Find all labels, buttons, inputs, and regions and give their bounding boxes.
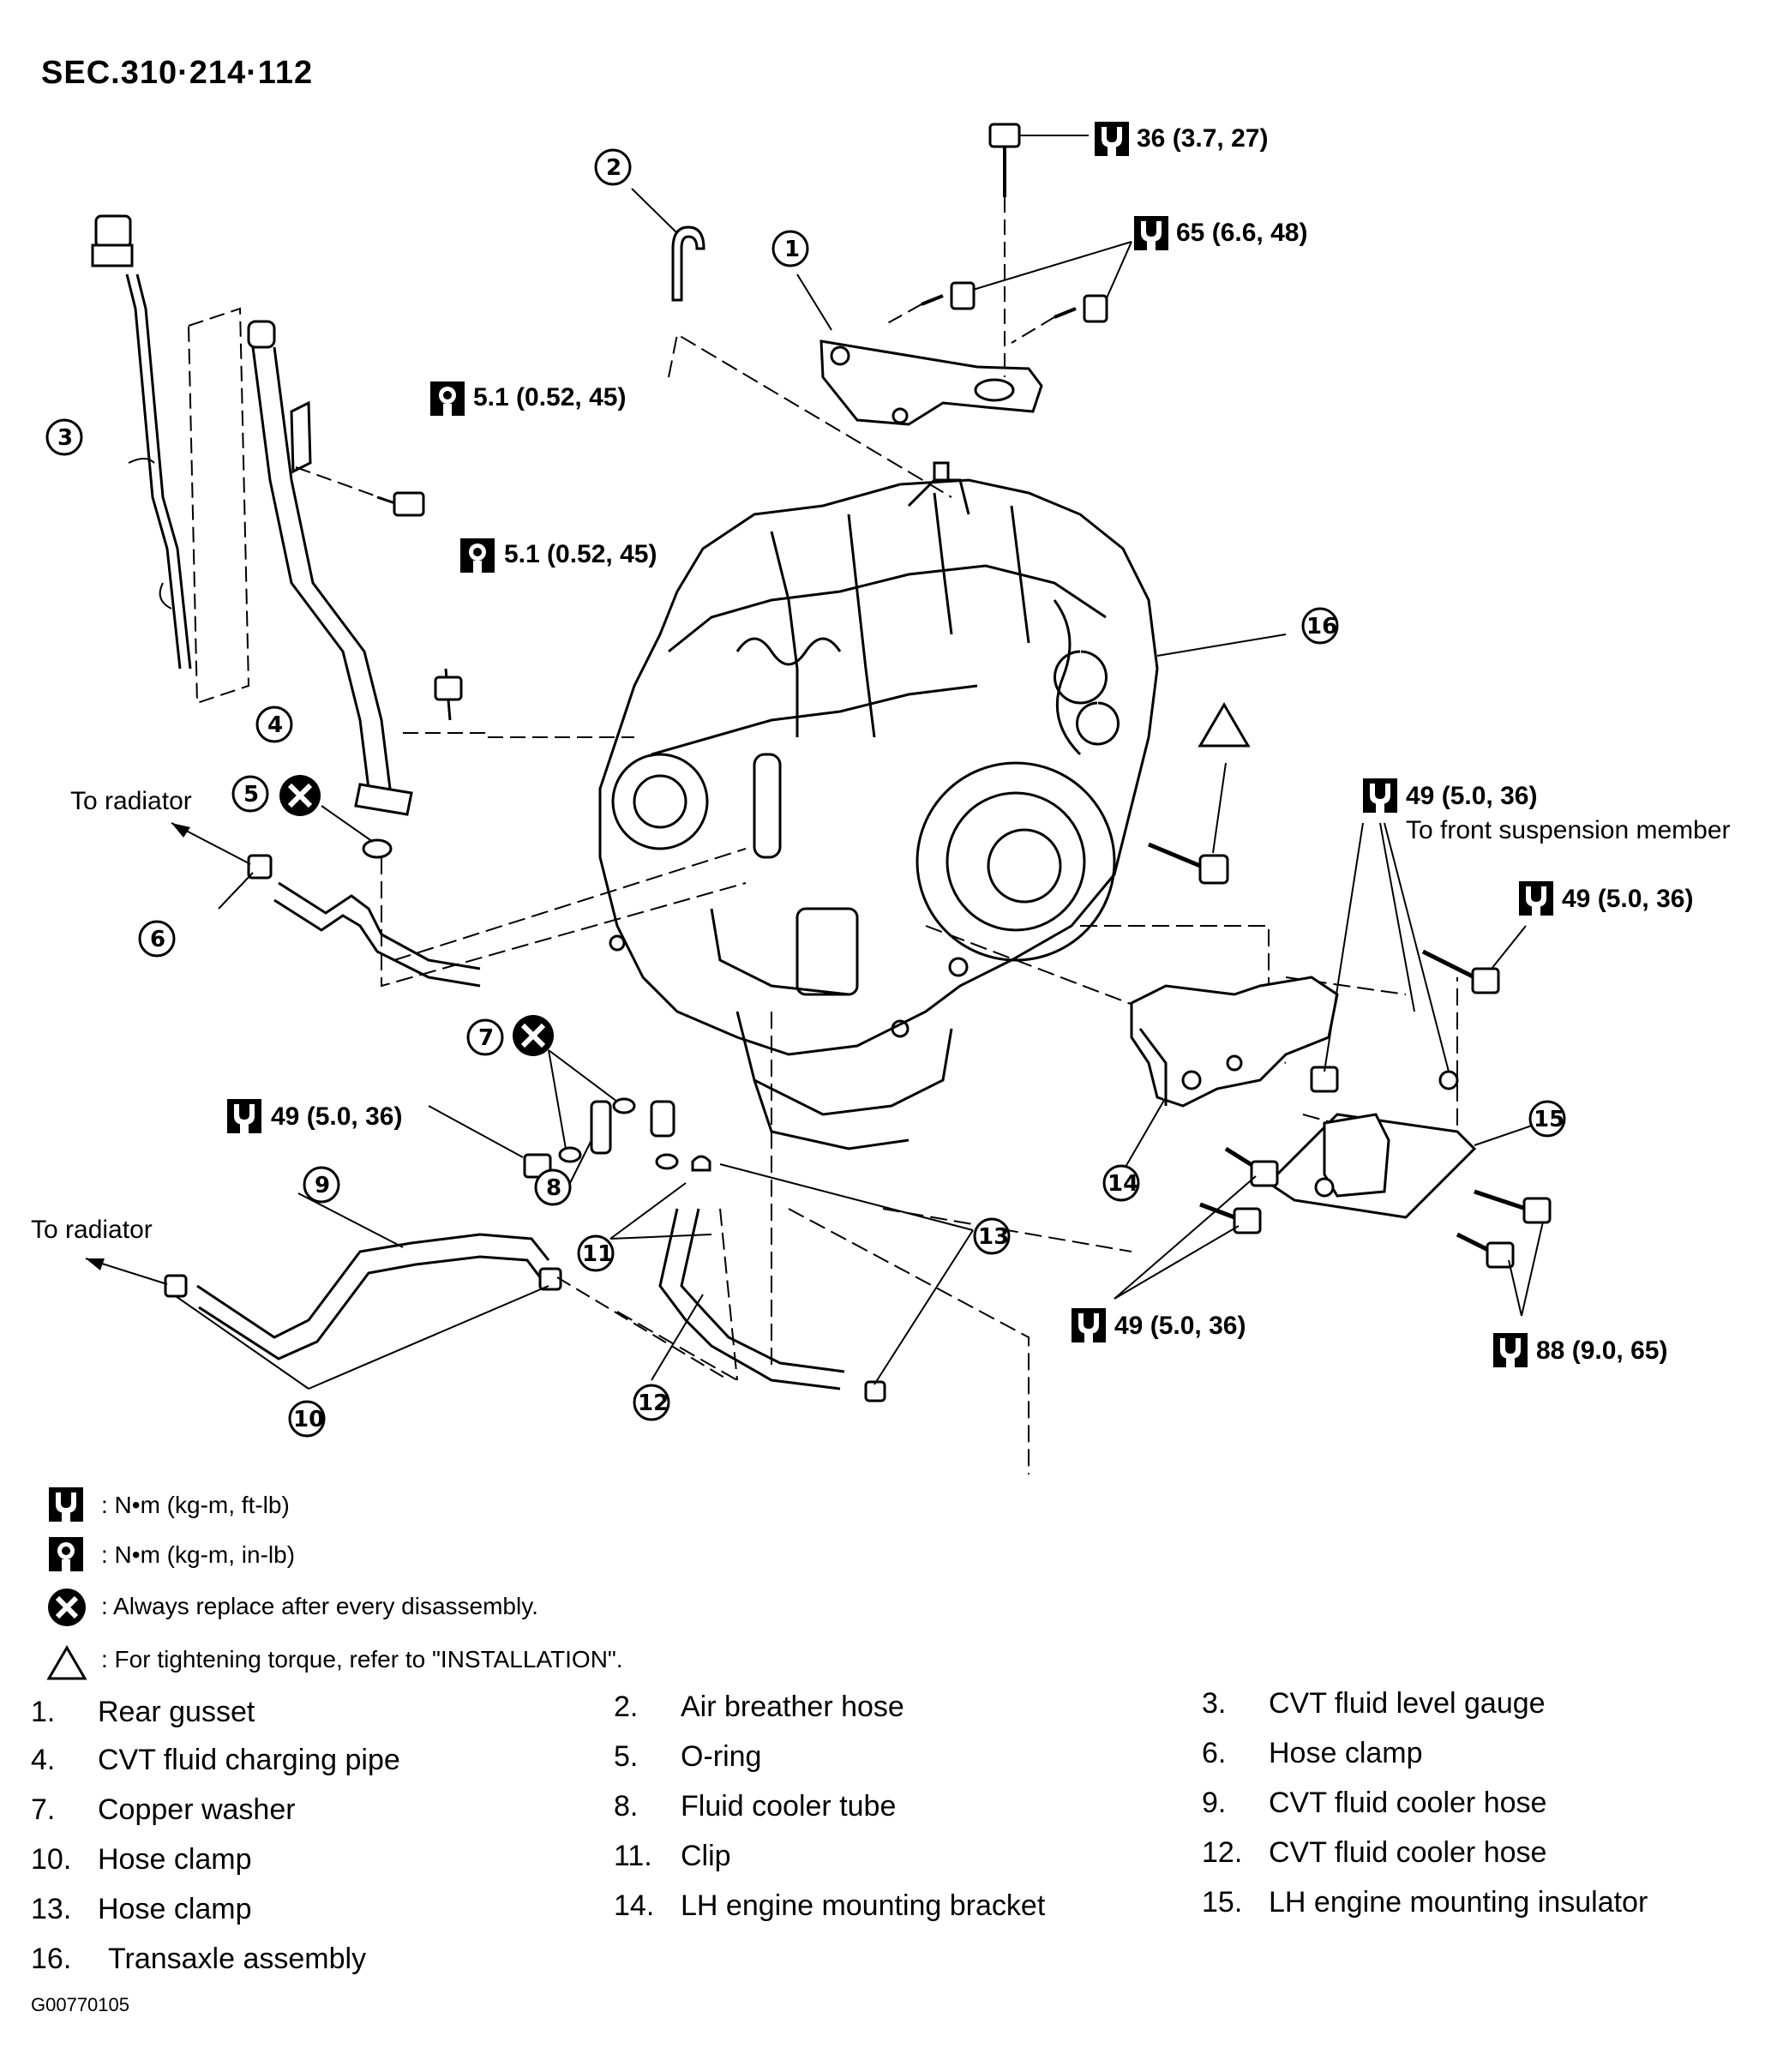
part-7: 7.Copper washer: [31, 1793, 296, 1826]
part-13: 13.Hose clamp: [31, 1893, 252, 1925]
callout-3: 3: [57, 425, 74, 451]
legend-replace: : Always replace after every disassembly…: [101, 1593, 538, 1619]
note-to-radiator-lower: To radiator: [31, 1216, 153, 1244]
note-to-front-suspension: To front suspension member: [1406, 816, 1731, 844]
part-9: 9.CVT fluid cooler hose: [1202, 1787, 1547, 1819]
torque-label-49-right: 49 (5.0, 36): [1562, 885, 1694, 913]
part-12: 12.CVT fluid cooler hose: [1202, 1836, 1547, 1869]
transaxle-assembly: [598, 461, 1159, 1150]
torque-label-5-1-upper: 5.1 (0.52, 45): [473, 383, 627, 411]
section-number: SEC.310·214·112: [41, 55, 314, 91]
torque-label-65: 65 (6.6, 48): [1176, 219, 1308, 247]
callout-7: 7: [478, 1025, 495, 1051]
callout-9: 9: [315, 1173, 331, 1198]
part-11: 11.Clip: [614, 1840, 731, 1872]
legend-in-lb: : N•m (kg-m, in-lb): [101, 1541, 296, 1568]
callout-2: 2: [606, 155, 622, 181]
callout-8: 8: [546, 1175, 562, 1201]
callout-15: 15: [1534, 1107, 1565, 1132]
part-15: 15.LH engine mounting insulator: [1202, 1886, 1648, 1919]
torque-label-49-bracket: 49 (5.0, 36): [1114, 1312, 1246, 1340]
part-10: 10.Hose clamp: [31, 1843, 252, 1876]
callout-13: 13: [978, 1224, 1010, 1250]
torque-label-49-left: 49 (5.0, 36): [271, 1102, 403, 1131]
callout-1: 1: [784, 237, 801, 262]
torque-label-88: 88 (9.0, 65): [1536, 1336, 1668, 1365]
torque-label-5-1-lower: 5.1 (0.52, 45): [504, 540, 657, 568]
callout-10: 10: [293, 1407, 325, 1432]
fluid-level-gauge: [91, 214, 192, 670]
part-16: 16.Transaxle assembly: [31, 1943, 367, 1975]
part-1: 1.Rear gusset: [31, 1696, 255, 1728]
part-8: 8.Fluid cooler tube: [614, 1790, 897, 1823]
callout-6: 6: [150, 927, 166, 952]
legend-ft-lb: : N•m (kg-m, ft-lb): [101, 1492, 290, 1518]
figure-code: G00770105: [31, 1994, 129, 2015]
part-6: 6.Hose clamp: [1202, 1737, 1423, 1769]
part-3: 3.CVT fluid level gauge: [1202, 1687, 1546, 1720]
part-2: 2.Air breather hose: [614, 1691, 904, 1723]
torque-label-36: 36 (3.7, 27): [1137, 124, 1269, 153]
mounting-insulator: [1266, 1066, 1477, 1219]
callout-14: 14: [1108, 1171, 1139, 1197]
note-to-radiator-upper: To radiator: [70, 787, 192, 815]
part-4: 4.CVT fluid charging pipe: [31, 1744, 400, 1776]
rear-gusset: [819, 123, 1108, 426]
callout-5: 5: [243, 782, 260, 808]
part-14: 14.LH engine mounting bracket: [614, 1889, 1046, 1922]
mounting-bracket: [1130, 976, 1339, 1108]
callout-12: 12: [638, 1390, 669, 1416]
legend-installation: : For tightening torque, refer to "INSTA…: [101, 1646, 623, 1673]
charging-pipe: [247, 320, 413, 816]
callout-16: 16: [1306, 614, 1338, 640]
callout-4: 4: [267, 712, 284, 738]
torque-label-49-suspension: 49 (5.0, 36): [1406, 782, 1538, 810]
part-5: 5.O-ring: [614, 1740, 762, 1773]
callout-11: 11: [582, 1241, 614, 1267]
